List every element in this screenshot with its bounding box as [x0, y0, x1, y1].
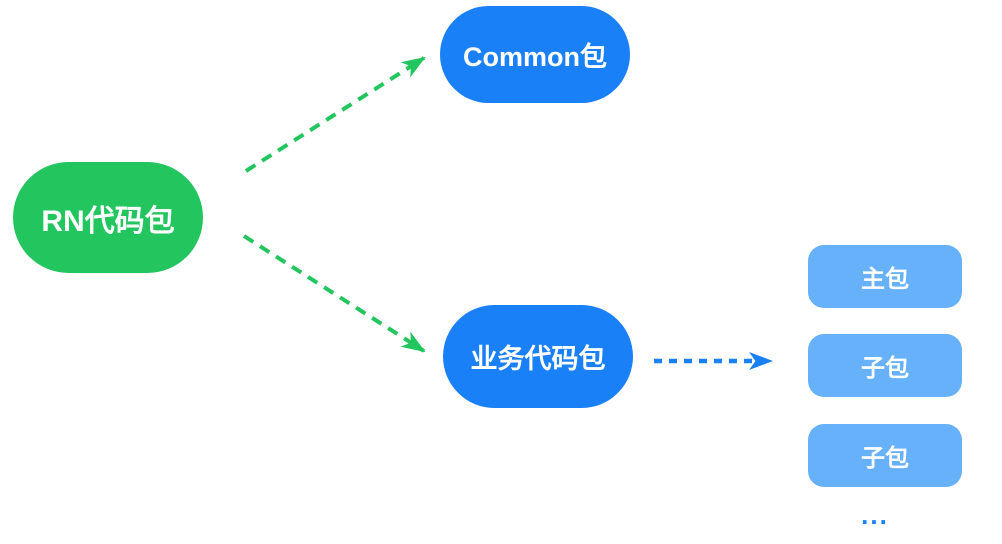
node-common-package-label: Common包 [463, 42, 607, 72]
node-sub-package-2-label: 子包 [861, 445, 909, 472]
node-business-package: 业务代码包 [443, 305, 633, 408]
arrow-rn-to-common [244, 56, 426, 173]
node-main-package: 主包 [808, 245, 962, 308]
node-sub-package-2: 子包 [808, 424, 962, 487]
node-main-package-label: 主包 [861, 266, 909, 293]
arrow-rn-to-business [242, 234, 426, 353]
node-rn-package-label: RN代码包 [41, 204, 175, 238]
node-sub-package-1: 子包 [808, 334, 962, 397]
node-rn-package: RN代码包 [13, 162, 203, 273]
node-common-package: Common包 [440, 6, 630, 103]
ellipsis-more: ... [861, 500, 889, 530]
node-business-package-label: 业务代码包 [470, 344, 606, 374]
node-sub-package-1-label: 子包 [861, 355, 909, 382]
